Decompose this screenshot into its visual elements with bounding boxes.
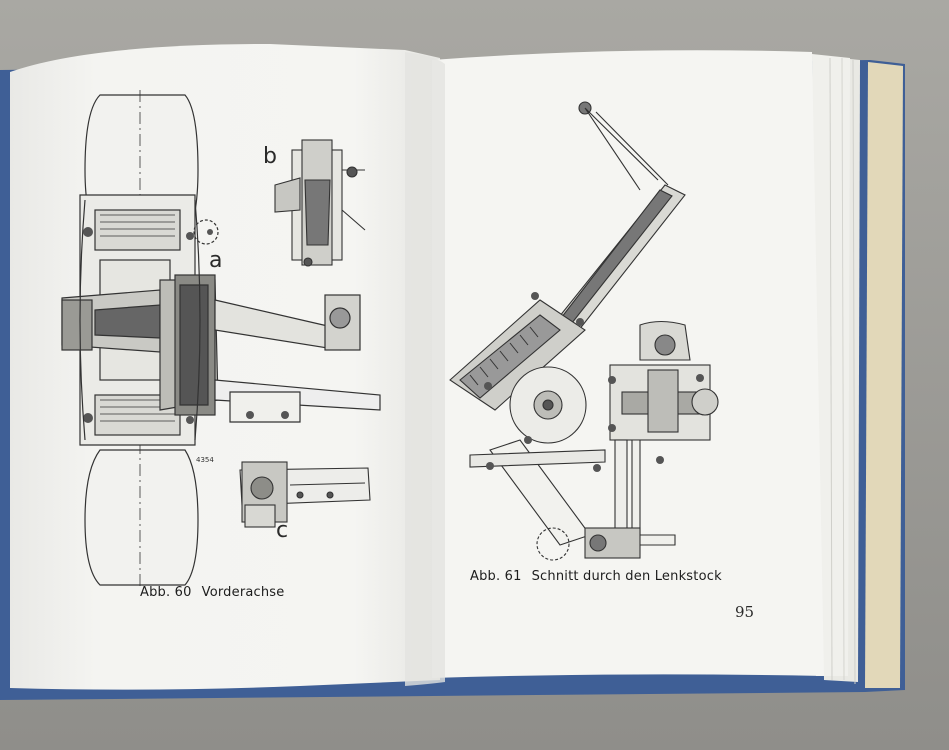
right-figure-number: Abb. 61	[470, 569, 522, 584]
detail-b-drawing	[274, 139, 366, 267]
left-figure-number: Abb. 60	[140, 585, 192, 600]
right-figure-title: Schnitt durch den Lenkstock	[531, 569, 722, 584]
label-a: a	[209, 248, 223, 273]
front-axle-drawing	[61, 90, 381, 590]
page-edge-block	[865, 62, 903, 688]
page-number: 95	[735, 603, 755, 621]
right-figure-caption: Abb. 61 Schnitt durch den Lenkstock	[470, 569, 722, 584]
detail-c-drawing	[239, 461, 371, 528]
drawing-number: 4354	[196, 456, 214, 464]
left-figure-title: Vorderachse	[201, 585, 285, 600]
left-figure-caption: Abb. 60 Vorderachse	[140, 585, 284, 600]
label-b: b	[263, 144, 277, 169]
label-c: c	[276, 518, 289, 543]
right-page	[432, 50, 824, 678]
steering-column-drawing	[449, 101, 719, 561]
